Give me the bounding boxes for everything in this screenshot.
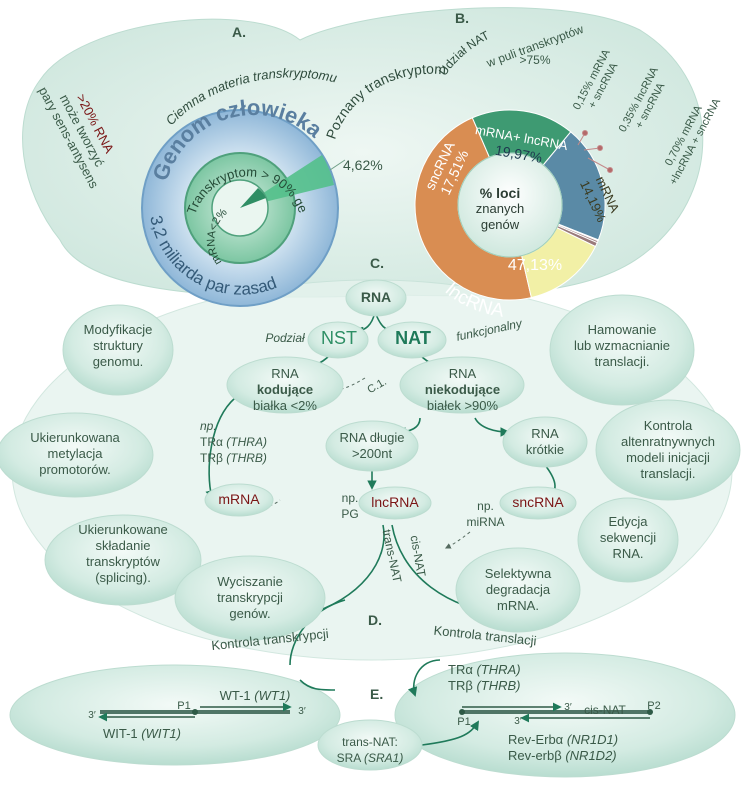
division-label-left: Podział [265,331,305,345]
nst-node: NST [321,328,357,348]
genome-donut [141,109,339,307]
wit1-three-prime: 3′ [88,710,96,721]
lncrna-segment-value: 47,13% [507,257,563,274]
known-transcriptome-pct: 4,62% [343,157,383,173]
lncrna-example: np.PG [341,491,359,521]
arrow-short [474,417,510,437]
wt1-p1: P1 [177,700,191,712]
nr1d-gene-diagram [459,702,653,723]
wt1-three-prime: 3′ [298,706,306,717]
nat-node: NAT [395,328,431,348]
arrow-sra [421,720,480,746]
panel-b-label: B. [455,10,469,26]
rna-root-node: RNA [360,289,392,305]
panel-d-label: D. [368,612,382,628]
thra-thrb-example: TRα (THRA) TRβ (THRB) [448,662,521,693]
nr1d-three-prime-bottom: 3′ [514,716,522,727]
sncrna-node: sncRNA [512,494,564,510]
lncrna-node: lncRNA [371,494,419,510]
nat-share-line3: >75% [519,53,551,67]
nr1d-p2: P2 [647,700,661,712]
nr1d-cis-nat: cis-NAT [584,703,626,717]
wt1-gene-diagram [98,702,292,722]
bottom-right-ellipse [394,652,736,778]
wit1-label: WIT-1 (WIT1) [102,726,181,741]
arrow-left-e [299,679,336,691]
loci-donut-center [457,152,563,258]
bottom-left-ellipse [9,664,341,766]
nr1d-three-prime-top: 3′ [564,702,572,713]
coding-examples: np. TRα (THRA) TRβ (THRB) [200,419,267,465]
loci-donut [414,109,606,301]
long-rna-node: RNA długie>200nt [339,430,405,461]
sra-example: trans-NAT:SRA (SRA1) [336,735,404,765]
rev-erb-example: Rev-Erbα (NR1D1) Rev-erbβ (NR1D2) [508,732,619,763]
panel-e-label: E. [370,686,384,702]
arrow-translation-down [408,659,441,697]
wt1-label: WT-1 (WT1) [219,688,291,703]
arrow-mrna [205,397,236,500]
panel-a-label: A. [232,24,246,40]
nr1d-p1: P1 [457,716,471,728]
panel-c-label: C. [370,255,384,271]
mrna-node: mRNA [218,491,260,507]
sncrna-example: np.miRNA [466,499,505,529]
dashed-mirna [444,531,471,549]
